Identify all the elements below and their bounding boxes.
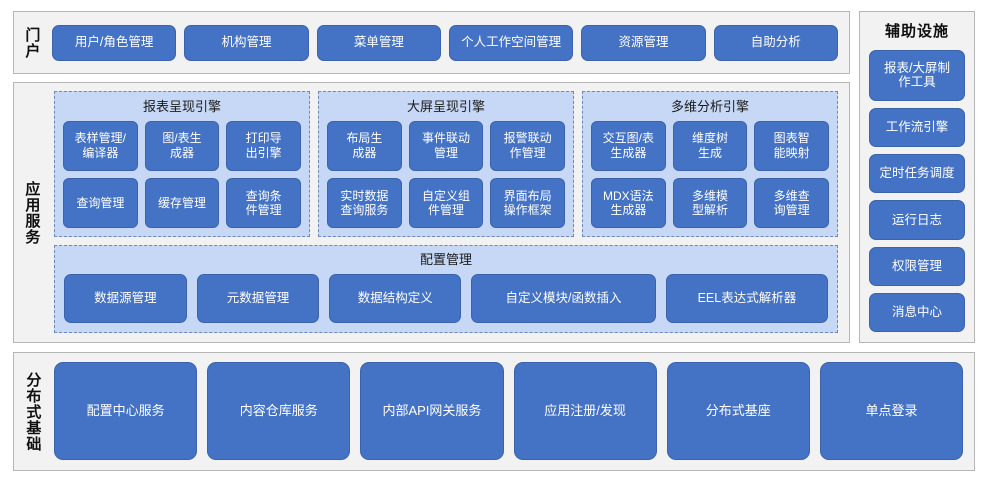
report-item-query-management[interactable]: 查询管理 [63, 177, 138, 228]
application-services-label: 应用服务 [23, 180, 41, 245]
base-item-app-registry-discovery[interactable]: 应用注册/发现 [513, 362, 657, 460]
multidim-item-interactive-chart-generator[interactable]: 交互图/表 生成器 [591, 120, 666, 171]
bigscreen-item-custom-component-management[interactable]: 自定义组 件管理 [408, 177, 484, 228]
portal-item-resource[interactable]: 资源管理 [581, 24, 706, 61]
multidim-item-model-parsing[interactable]: 多维模 型解析 [672, 177, 748, 228]
base-item-distributed-platform[interactable]: 分布式基座 [666, 362, 810, 460]
base-item-single-sign-on[interactable]: 单点登录 [819, 362, 964, 460]
base-item-internal-api-gateway-service[interactable]: 内部API网关服务 [360, 362, 504, 460]
config-management-items: 数据源管理 元数据管理 数据结构定义 自定义模块/函数插入 EEL表达式解析器 [64, 273, 828, 323]
portal-item-org[interactable]: 机构管理 [184, 24, 309, 61]
engine-group-multidim-title: 多维分析引擎 [670, 99, 749, 114]
engines-row: 报表呈现引擎 表样管理/ 编译器 图/表生 成器 打印导 出引擎 查询管理 缓存… [54, 91, 838, 237]
aux-item-message-center[interactable]: 消息中心 [869, 292, 965, 333]
bigscreen-item-layout-generator[interactable]: 布局生 成器 [327, 120, 402, 171]
engine-group-report-title: 报表呈现引擎 [142, 99, 221, 114]
report-item-template-compiler[interactable]: 表样管理/ 编译器 [63, 120, 138, 171]
report-item-chart-table-generator[interactable]: 图/表生 成器 [144, 120, 220, 171]
engine-group-multidim: 多维分析引擎 交互图/表 生成器 维度树 生成 图表智 能映射 MDX语法 生成… [582, 91, 838, 237]
upper-region: 门户 用户/角色管理 机构管理 菜单管理 个人工作空间管理 资源管理 自助分析 … [13, 11, 975, 343]
aux-item-workflow-engine[interactable]: 工作流引擎 [869, 107, 965, 148]
engine-group-bigscreen-items: 布局生 成器 事件联动 管理 报警联动 作管理 实时数据 查询服务 自定义组 件… [327, 120, 565, 228]
distributed-foundation-section: 分布式基础 配置中心服务 内容仓库服务 内部API网关服务 应用注册/发现 分布… [13, 352, 975, 471]
config-management-group: 配置管理 数据源管理 元数据管理 数据结构定义 自定义模块/函数插入 EEL表达… [54, 245, 838, 333]
auxiliary-facilities-list: 报表/大屏制 作工具 工作流引擎 定时任务调度 运行日志 权限管理 消息中心 [869, 50, 965, 333]
aux-item-permission-management[interactable]: 权限管理 [869, 246, 965, 286]
config-item-metadata-management[interactable]: 元数据管理 [196, 273, 320, 323]
bigscreen-item-event-linkage-management[interactable]: 事件联动 管理 [408, 120, 484, 171]
engine-group-bigscreen-title: 大屏呈现引擎 [406, 99, 485, 114]
portal-item-user-role[interactable]: 用户/角色管理 [52, 24, 177, 61]
bigscreen-item-alarm-action-management[interactable]: 报警联动 作管理 [490, 120, 565, 171]
bigscreen-item-ui-layout-framework[interactable]: 界面布局 操作框架 [490, 177, 565, 228]
config-item-custom-module-function-insert[interactable]: 自定义模块/函数插入 [471, 273, 656, 323]
multidim-item-query-management[interactable]: 多维查 询管理 [754, 177, 829, 228]
config-item-data-structure-definition[interactable]: 数据结构定义 [329, 273, 462, 323]
left-column: 门户 用户/角色管理 机构管理 菜单管理 个人工作空间管理 资源管理 自助分析 … [13, 11, 850, 343]
report-item-print-export-engine[interactable]: 打印导 出引擎 [226, 120, 301, 171]
aux-item-runtime-log[interactable]: 运行日志 [869, 200, 965, 240]
aux-item-report-bigscreen-authoring-tool[interactable]: 报表/大屏制 作工具 [869, 50, 965, 101]
multidim-item-mdx-syntax-generator[interactable]: MDX语法 生成器 [591, 177, 666, 228]
engine-group-report-items: 表样管理/ 编译器 图/表生 成器 打印导 出引擎 查询管理 缓存管理 查询条 … [63, 120, 301, 228]
config-item-eel-expression-parser[interactable]: EEL表达式解析器 [665, 273, 828, 323]
engine-group-bigscreen: 大屏呈现引擎 布局生 成器 事件联动 管理 报警联动 作管理 实时数据 查询服务… [318, 91, 574, 237]
report-item-query-condition-management[interactable]: 查询条 件管理 [226, 177, 301, 228]
bigscreen-item-realtime-data-query-service[interactable]: 实时数据 查询服务 [327, 177, 402, 228]
application-services-body: 报表呈现引擎 表样管理/ 编译器 图/表生 成器 打印导 出引擎 查询管理 缓存… [48, 83, 849, 342]
config-item-datasource-management[interactable]: 数据源管理 [64, 273, 187, 323]
aux-item-scheduled-task-scheduler[interactable]: 定时任务调度 [869, 154, 965, 194]
portal-section: 门户 用户/角色管理 机构管理 菜单管理 个人工作空间管理 资源管理 自助分析 [13, 11, 850, 74]
report-item-cache-management[interactable]: 缓存管理 [144, 177, 220, 228]
base-item-config-center-service[interactable]: 配置中心服务 [54, 362, 198, 460]
portal-item-workspace[interactable]: 个人工作空间管理 [448, 24, 574, 61]
base-item-content-repository-service[interactable]: 内容仓库服务 [207, 362, 351, 460]
auxiliary-facilities-title: 辅助设施 [884, 23, 949, 40]
engine-group-report: 报表呈现引擎 表样管理/ 编译器 图/表生 成器 打印导 出引擎 查询管理 缓存… [54, 91, 310, 237]
engine-group-multidim-items: 交互图/表 生成器 维度树 生成 图表智 能映射 MDX语法 生成器 多维模 型… [591, 120, 829, 228]
distributed-foundation-items: 配置中心服务 内容仓库服务 内部API网关服务 应用注册/发现 分布式基座 单点… [50, 353, 974, 470]
portal-button-row: 用户/角色管理 机构管理 菜单管理 个人工作空间管理 资源管理 自助分析 [48, 12, 849, 73]
portal-item-menu[interactable]: 菜单管理 [316, 24, 441, 61]
multidim-item-dimension-tree-generation[interactable]: 维度树 生成 [672, 120, 748, 171]
config-management-title: 配置管理 [419, 252, 472, 267]
multidim-item-chart-smart-mapping[interactable]: 图表智 能映射 [754, 120, 829, 171]
portal-item-self-service-analysis[interactable]: 自助分析 [713, 24, 838, 61]
auxiliary-facilities-section: 辅助设施 报表/大屏制 作工具 工作流引擎 定时任务调度 运行日志 权限管理 消… [859, 11, 975, 343]
portal-section-label: 门户 [23, 26, 41, 59]
distributed-foundation-label: 分布式基础 [24, 371, 42, 452]
application-services-section: 应用服务 报表呈现引擎 表样管理/ 编译器 图/表生 成器 打印导 出引擎 查询… [13, 82, 850, 343]
